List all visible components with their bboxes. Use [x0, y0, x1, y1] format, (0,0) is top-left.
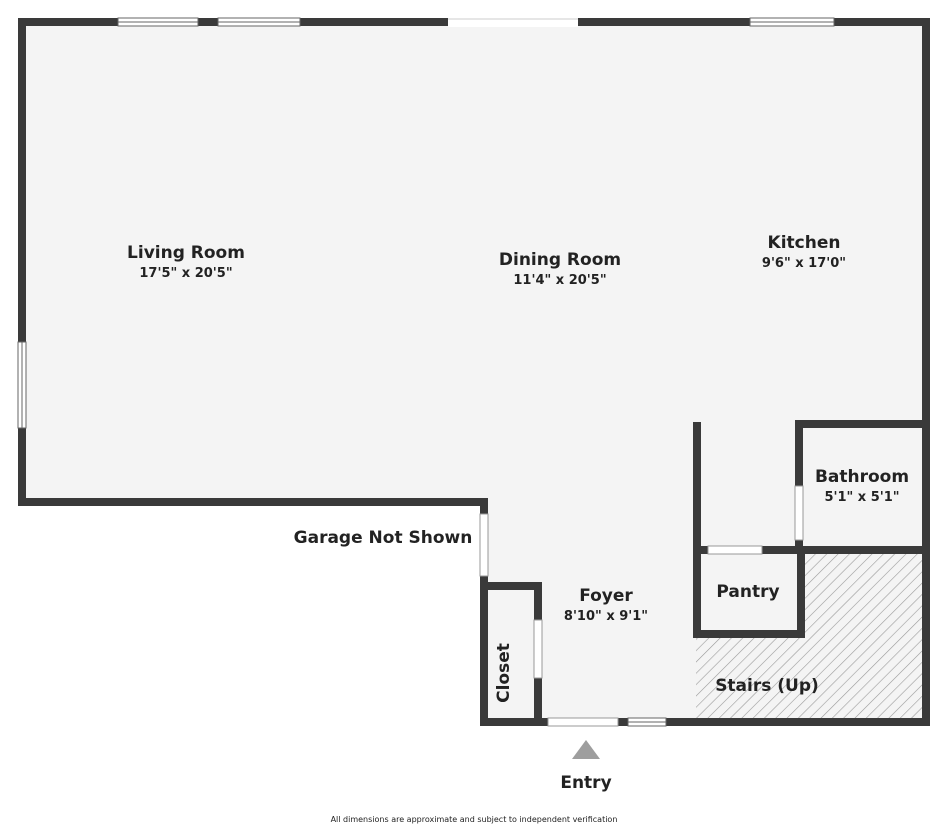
closet-name: Closet — [494, 643, 514, 703]
footer-disclaimer: All dimensions are approximate and subje… — [331, 815, 618, 824]
kitchen-dims: 9'6" x 17'0" — [762, 256, 846, 271]
opening-top — [448, 17, 578, 27]
entry-arrow-icon — [572, 740, 600, 759]
stairs-name: Stairs (Up) — [715, 676, 819, 696]
entry-door — [547, 717, 619, 727]
bathroom-name: Bathroom — [815, 467, 909, 487]
closet-floor — [484, 586, 538, 722]
door-closet — [533, 619, 543, 679]
pantry-name: Pantry — [716, 582, 779, 602]
garage-label: Garage Not Shown — [294, 528, 473, 548]
kitchen-name: Kitchen — [768, 233, 841, 253]
stairs-hatch — [696, 550, 922, 718]
foyer-dims: 8'10" x 9'1" — [564, 609, 648, 624]
living-room-name: Living Room — [127, 243, 245, 263]
bathroom-dims: 5'1" x 5'1" — [824, 490, 899, 505]
door-pantry — [707, 545, 763, 555]
foyer-name: Foyer — [579, 586, 633, 606]
dining-room-dims: 11'4" x 20'5" — [513, 273, 606, 288]
living-room-dims: 17'5" x 20'5" — [139, 266, 232, 281]
entry-label: Entry — [560, 773, 611, 793]
door-bathroom — [794, 485, 804, 541]
dining-room-name: Dining Room — [499, 250, 621, 270]
door-foyer-side — [479, 513, 489, 577]
windows — [17, 17, 835, 727]
